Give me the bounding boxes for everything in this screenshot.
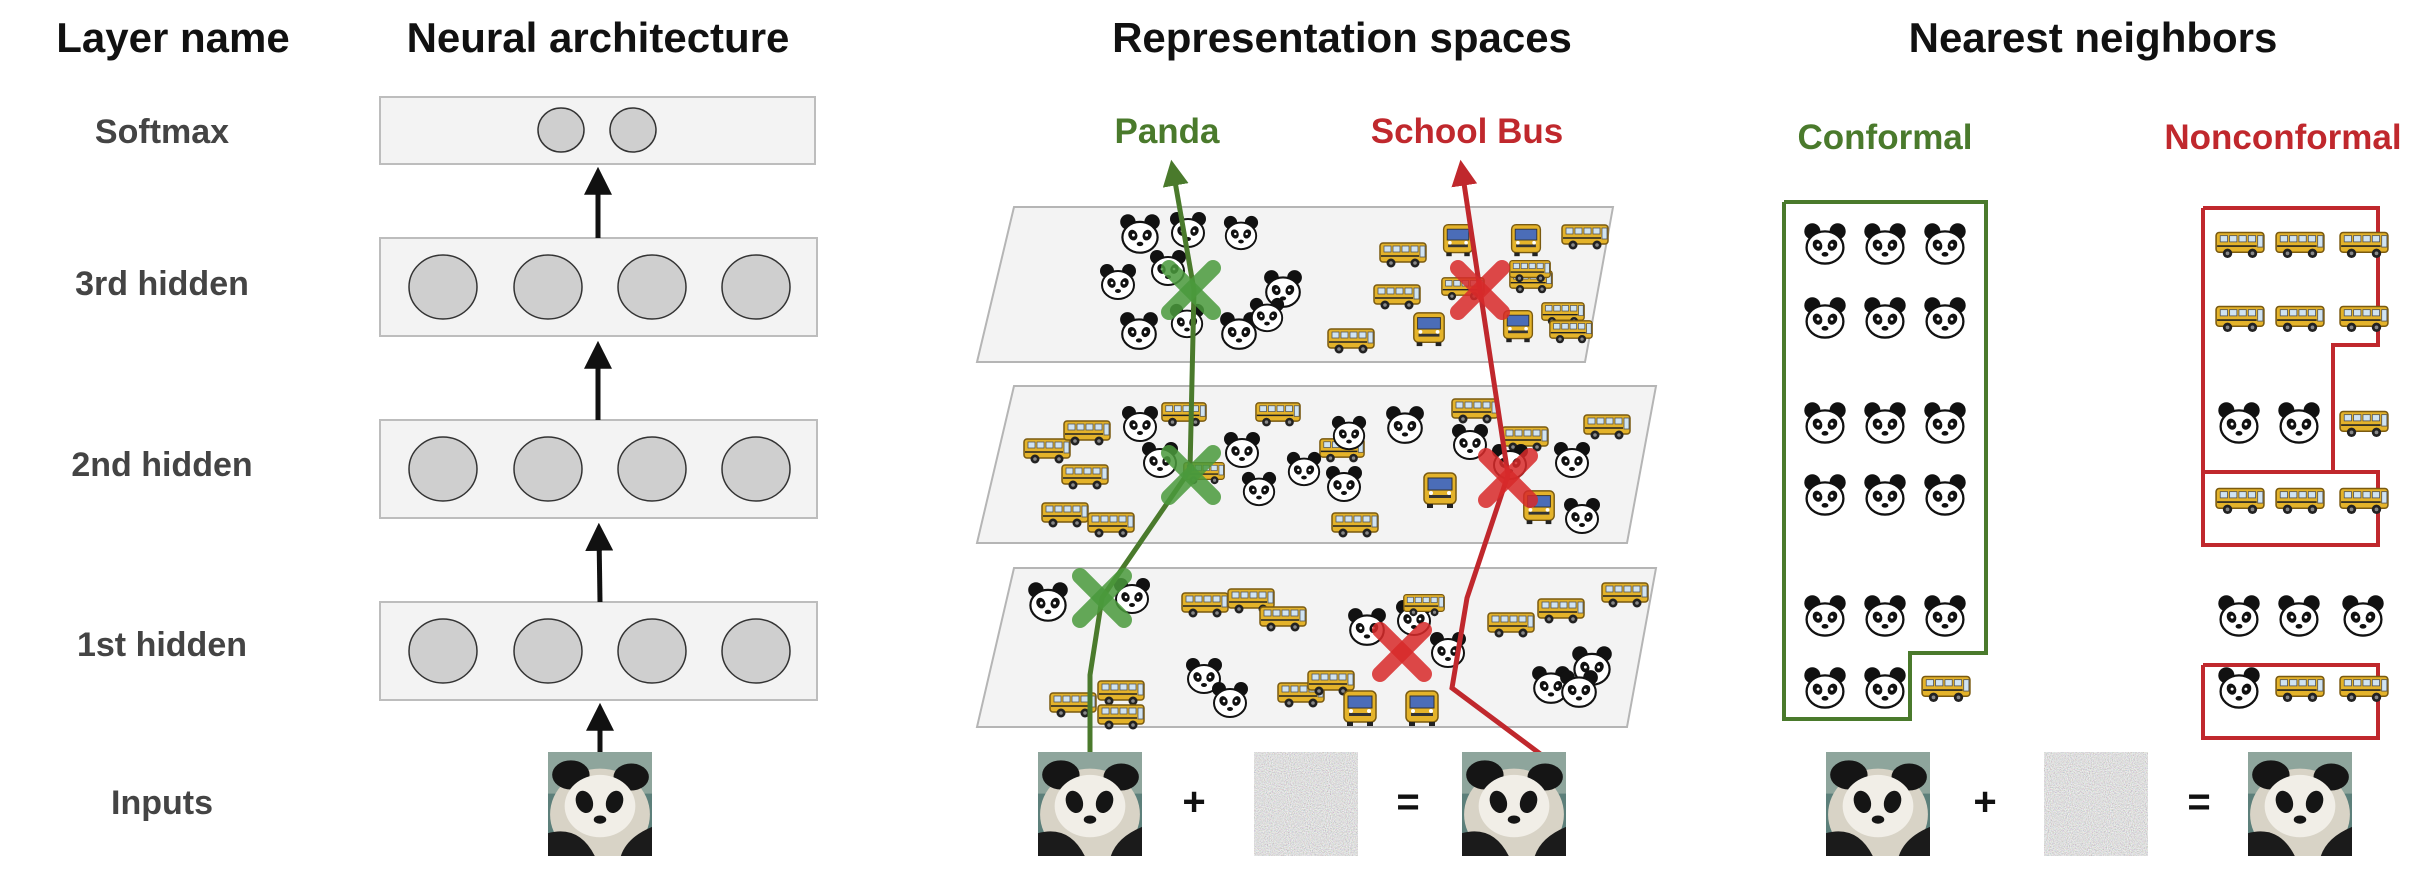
softmax-layer-box: [379, 96, 816, 165]
nonconformal-panda-icon: [2217, 594, 2261, 637]
hidden-neuron: [721, 436, 791, 502]
conformal-panda-icon: [1923, 401, 1967, 444]
nonconformal-school-bus-icon: [2339, 487, 2389, 515]
nonconformal-outline-bottom: [2201, 663, 2380, 740]
nonconformal-school-bus-icon: [2275, 487, 2325, 515]
panda-representation-x-marker: [1161, 260, 1221, 320]
hidden-neuron: [408, 618, 478, 684]
equals-sign: =: [1396, 780, 1419, 824]
nonconformal-panda-icon: [2217, 401, 2261, 444]
conformal-panda-icon: [1863, 594, 1907, 637]
representation-plane-1st: [975, 567, 1658, 728]
conformal-panda-icon: [1863, 473, 1907, 516]
nonconformal-school-bus-icon: [2275, 231, 2325, 259]
nonconformal-panda-icon: [2341, 594, 2385, 637]
school-bus-icon: [1510, 224, 1542, 257]
rep-noise-image: [1254, 752, 1358, 856]
conformal-panda-icon: [1803, 222, 1847, 265]
layer-label-1st-hidden: 1st hidden: [77, 626, 247, 664]
nonconformal-school-bus-icon: [2339, 231, 2389, 259]
nn-equals-sign: =: [2187, 780, 2210, 824]
plus-sign: +: [1182, 780, 1205, 824]
conformal-panda-icon: [1863, 296, 1907, 339]
conformal-panda-icon: [1803, 594, 1847, 637]
conformal-panda-icon: [1923, 594, 1967, 637]
nonconformal-school-bus-icon: [2339, 305, 2389, 333]
header-representation-spaces: Representation spaces: [1112, 14, 1572, 61]
hidden-neuron: [408, 436, 478, 502]
nonconformal-school-bus-icon: [2275, 305, 2325, 333]
nn-clean-input-image: [1826, 752, 1930, 856]
conformal-label: Conformal: [1798, 118, 1973, 157]
conformal-panda-icon: [1923, 296, 1967, 339]
layer-label-2nd-hidden: 2nd hidden: [71, 446, 252, 484]
rep-clean-input-image: [1038, 752, 1142, 856]
hidden-neuron: [513, 254, 583, 320]
panda-trajectory-arrow: [1087, 159, 1197, 756]
conformal-outline: [1782, 200, 1988, 721]
hidden-layer-box-2nd: [379, 419, 818, 519]
nonconformal-outline-middle: [2201, 470, 2380, 547]
hidden-neuron: [513, 436, 583, 502]
hidden-neuron: [408, 254, 478, 320]
nonconformal-school-bus-icon: [2339, 410, 2389, 438]
input-panda-image: [548, 752, 652, 856]
conformal-panda-icon: [1863, 401, 1907, 444]
layer-label-inputs: Inputs: [111, 784, 213, 822]
nonconformal-school-bus-icon: [2215, 487, 2265, 515]
softmax-neuron: [609, 107, 657, 153]
panda-representation-x-marker: [1161, 445, 1221, 505]
arrow-1st-to-2nd: [585, 522, 614, 603]
layer-label-softmax: Softmax: [95, 113, 229, 151]
nonconformal-panda-icon: [2217, 666, 2261, 709]
softmax-neuron: [537, 107, 585, 153]
hidden-neuron: [721, 618, 791, 684]
hidden-neuron: [617, 254, 687, 320]
hidden-layer-box-3rd: [379, 237, 818, 337]
nn-plus-sign: +: [1973, 780, 1996, 824]
conformal-panda-icon: [1803, 401, 1847, 444]
conformal-panda-icon: [1803, 473, 1847, 516]
conformal-panda-icon: [1863, 666, 1907, 709]
layer-label-3rd-hidden: 3rd hidden: [75, 265, 249, 303]
hidden-neuron: [617, 436, 687, 502]
class-label-panda: Panda: [1114, 112, 1220, 151]
school-bus-icon: [1442, 224, 1474, 257]
header-layer-name: Layer name: [56, 14, 289, 61]
nonconformal-school-bus-icon: [2275, 675, 2325, 703]
hidden-neuron: [617, 618, 687, 684]
school-bus-icon: [1413, 312, 1445, 347]
conformal-panda-icon: [1923, 222, 1967, 265]
header-neural-architecture: Neural architecture: [407, 14, 790, 61]
panda-representation-x-marker: [1072, 568, 1132, 628]
conformal-panda-icon: [1803, 666, 1847, 709]
school-bus-icon: [1343, 690, 1377, 727]
conformal-panda-icon: [1863, 222, 1907, 265]
hidden-neuron: [721, 254, 791, 320]
class-label-school-bus: School Bus: [1371, 112, 1564, 151]
adversarial-representation-x-marker: [1372, 622, 1432, 682]
school-bus-icon: [1423, 472, 1457, 509]
header-nearest-neighbors: Nearest neighbors: [1909, 14, 2278, 61]
school-bus-icon: [1405, 690, 1439, 727]
nonconformal-school-bus-icon: [2215, 231, 2265, 259]
nonconformal-school-bus-icon: [2339, 675, 2389, 703]
conformal-panda-icon: [1923, 473, 1967, 516]
nn-adversarial-input-image: [2248, 752, 2352, 856]
adversarial-representation-x-marker: [1450, 260, 1510, 320]
conformal-school-bus-icon: [1921, 675, 1971, 703]
conformal-panda-icon: [1803, 296, 1847, 339]
nonconformal-label: Nonconformal: [2164, 118, 2401, 157]
rep-adversarial-input-image: [1462, 752, 1566, 856]
nonconformal-school-bus-icon: [2215, 305, 2265, 333]
adversarial-representation-x-marker: [1478, 448, 1538, 508]
nn-noise-image: [2044, 752, 2148, 856]
nonconformal-panda-icon: [2277, 594, 2321, 637]
hidden-neuron: [513, 618, 583, 684]
hidden-layer-box-1st: [379, 601, 818, 701]
school-bus-trajectory-arrow: [1449, 159, 1545, 759]
nonconformal-panda-icon: [2277, 401, 2321, 444]
